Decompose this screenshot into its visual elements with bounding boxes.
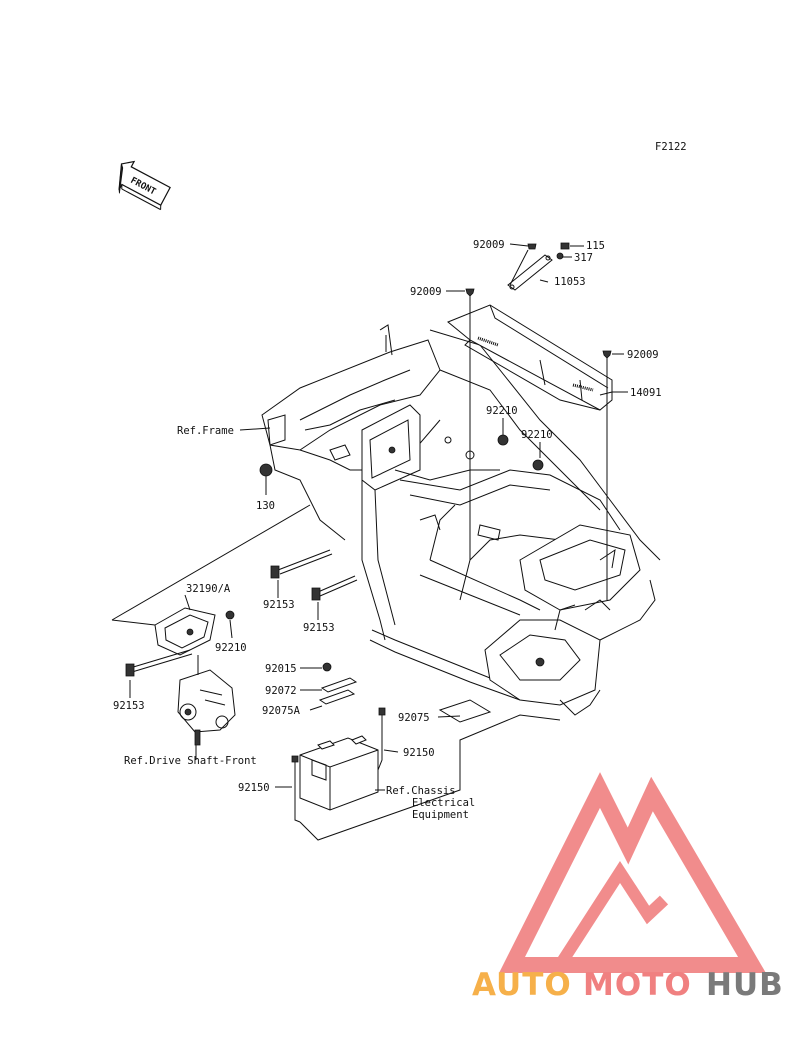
front-arrow-icon: FRONT [118,160,171,211]
battery [291,662,492,823]
label-ref-chassis-2: Electrical [412,797,475,809]
label-92150-b: 92150 [238,782,270,794]
label-92210-c: 92210 [215,642,247,654]
cover-panel [447,304,613,411]
diagram-code: F2122 [655,141,687,153]
label-130: 130 [256,500,275,512]
label-92015: 92015 [265,663,297,675]
label-92075a: 92075A [262,705,301,717]
label-92150-a: 92150 [403,747,435,759]
label-ref-chassis-3: Equipment [412,809,469,821]
label-11053: 11053 [554,276,586,288]
front-bracket-32190 [125,549,358,677]
label-92153-c: 92153 [113,700,145,712]
watermark-moto: MOTO [583,967,692,1003]
watermark-hub: HUB [706,967,784,1003]
label-92075: 92075 [398,712,430,724]
label-ref-frame: Ref.Frame [177,425,234,437]
front-differential [177,655,236,746]
frame-drawing [261,324,661,716]
watermark-text: AUTO MOTO HUB [472,967,784,1003]
label-92210-b: 92210 [521,429,553,441]
label-92153-b: 92153 [303,622,335,634]
label-92009-c: 92009 [627,349,659,361]
label-115: 115 [586,240,605,252]
hardware-top [259,242,612,477]
label-92210-a: 92210 [486,405,518,417]
plate-11053 [507,254,553,291]
label-32190a: 32190/A [186,583,231,595]
label-ref-chassis-1: Ref.Chassis [386,785,456,797]
part-labels: 92009 115 317 92009 11053 92009 14091 Re… [113,239,662,821]
label-317: 317 [574,252,593,264]
watermark-logo-icon [499,772,766,973]
label-14091: 14091 [630,387,662,399]
leader-lines [111,243,628,841]
label-ref-drive-shaft: Ref.Drive Shaft-Front [124,755,257,767]
label-92009-a: 92009 [473,239,505,251]
label-92072: 92072 [265,685,297,697]
watermark-auto: AUTO [472,967,572,1003]
label-92009-b: 92009 [410,286,442,298]
label-92153-a: 92153 [263,599,295,611]
